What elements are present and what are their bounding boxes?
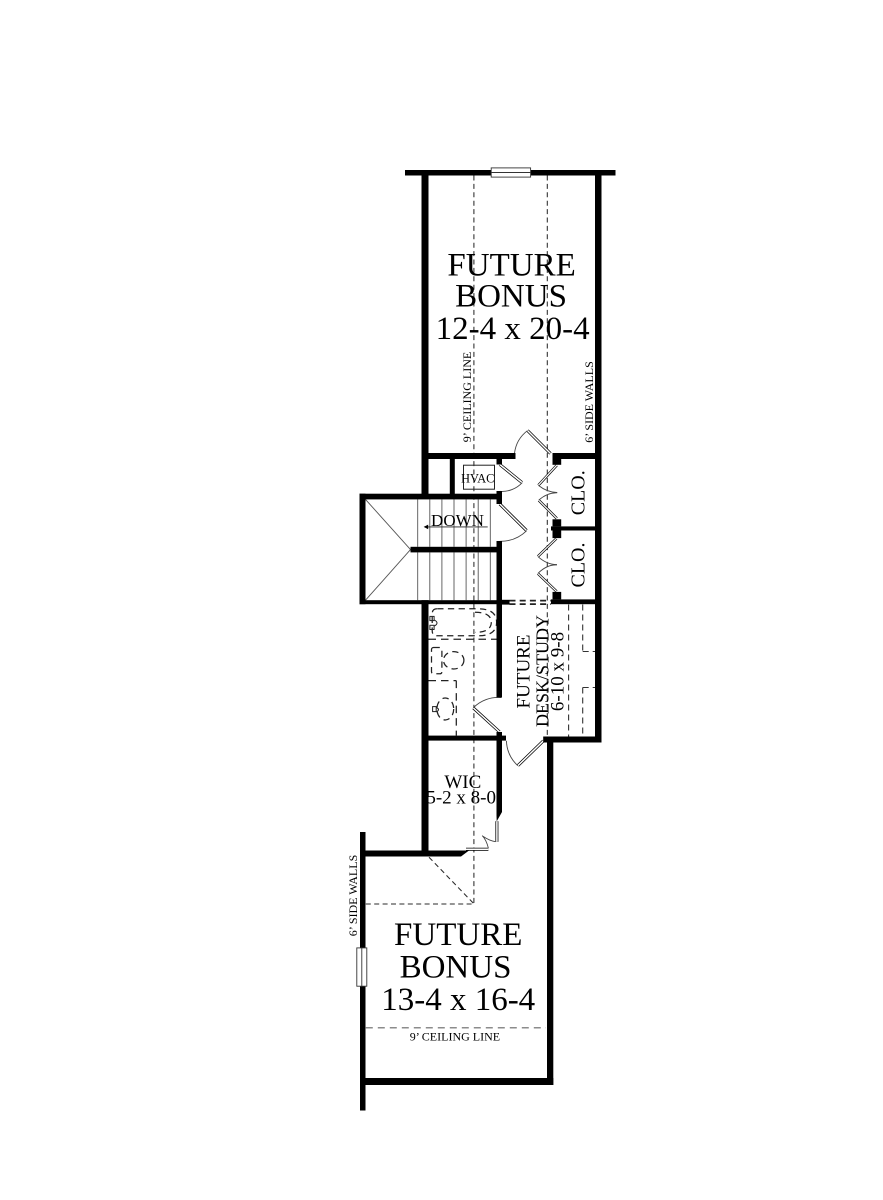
svg-text:DOWN: DOWN (431, 511, 484, 530)
svg-text:9’ CEILING LINE: 9’ CEILING LINE (410, 1030, 500, 1044)
svg-text:CLO.: CLO. (567, 470, 589, 515)
svg-text:9’ CEILING LINE: 9’ CEILING LINE (460, 352, 474, 442)
svg-text:BONUS: BONUS (455, 279, 567, 315)
svg-text:BONUS: BONUS (400, 950, 512, 986)
svg-text:CLO.: CLO. (567, 543, 589, 588)
svg-text:FUTURE: FUTURE (447, 248, 575, 284)
svg-text:HVAC: HVAC (461, 471, 494, 485)
svg-text:6’ SIDE WALLS: 6’ SIDE WALLS (582, 361, 596, 443)
svg-text:5-2 x 8-0: 5-2 x 8-0 (426, 788, 496, 809)
svg-text:6’ SIDE WALLS: 6’ SIDE WALLS (346, 855, 360, 937)
svg-text:12-4 x 20-4: 12-4 x 20-4 (436, 311, 590, 347)
svg-text:13-4 x 16-4: 13-4 x 16-4 (381, 982, 535, 1018)
svg-text:DESK/STUDY: DESK/STUDY (533, 615, 553, 727)
svg-text:6-10 x 9-8: 6-10 x 9-8 (548, 632, 569, 711)
svg-text:WIC: WIC (444, 772, 481, 793)
svg-text:FUTURE: FUTURE (514, 635, 535, 709)
svg-text:FUTURE: FUTURE (394, 917, 522, 953)
